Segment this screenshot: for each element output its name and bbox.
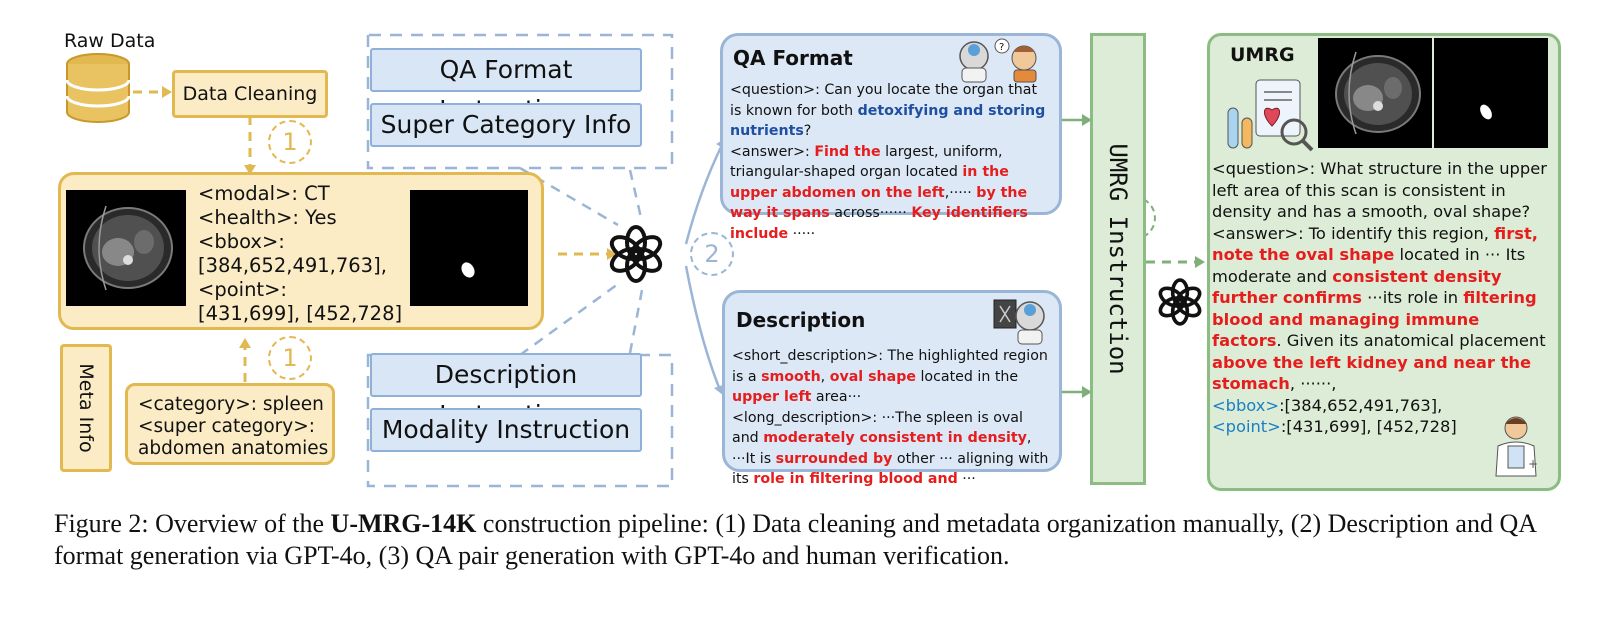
medical-report-icon [1227, 79, 1314, 152]
super-category-value: abdomen anatomies [138, 438, 329, 459]
umrg-answer-text-2: ···its role in [1362, 288, 1464, 307]
step-number: 1 [282, 344, 298, 372]
umrg-ct-image [1318, 38, 1432, 148]
short-desc-text-2: located in the [915, 368, 1019, 385]
umrg-point-key: <point> [1212, 417, 1281, 436]
mask-drawing [461, 262, 475, 278]
umrg-answer-highlight-2: consistent density further confirms [1212, 266, 1502, 308]
qa-answer-key: <answer>: [730, 143, 815, 160]
segmentation-mask-image [410, 190, 528, 306]
super-category-key: <super category>: [138, 416, 315, 437]
umrg-instruction-bar: UMRG Instruction [1090, 33, 1146, 485]
step-badge-2: 2 [690, 232, 734, 276]
description-instruction: Description Instruction [370, 353, 642, 429]
umrg-answer-highlight-1: first, note the oval shape [1212, 223, 1538, 265]
point-value: [431,699], [452,728] [198, 302, 403, 325]
robot-xray-icon [993, 299, 1045, 345]
qa-answer-text-4: ····· [788, 225, 816, 242]
qa-format-instruction: QA Format Instruction [370, 48, 642, 124]
caption-prefix: Figure 2: Overview of the [54, 509, 331, 538]
data-cleaning-box: Data Cleaning [172, 70, 328, 118]
qa-answer-text-2: ,····· [944, 184, 977, 201]
qa-answer-text-3: across······ [829, 205, 912, 221]
data-cleaning-label: Data Cleaning [182, 83, 318, 105]
openai-logo-icon [609, 225, 663, 283]
category-line: <category>: spleen [138, 394, 324, 415]
short-desc-text-3: area··· [811, 389, 862, 405]
qa-format-body: <question>: Can you locate the organ tha… [730, 80, 1048, 244]
svg-text:?: ? [999, 42, 1004, 53]
qa-answer-highlight-4: Key identifiers include [730, 205, 1028, 242]
qa-question-highlight: detoxifying and storing nutrients [730, 102, 1046, 140]
umrg-bbox-key: <bbox> [1212, 395, 1280, 415]
umrg-mask-drawing [1480, 104, 1492, 120]
long-desc-highlight-3: role in filtering blood and [753, 471, 958, 487]
umrg-mask-image [1434, 38, 1548, 148]
meta-info-box: Meta Info [60, 344, 112, 472]
meta-info-label: Meta Info [75, 363, 97, 453]
step-number: 1 [282, 128, 298, 156]
qa-answer-highlight-1: Find the [814, 143, 881, 160]
umrg-answer-text-4: , ······, [1289, 374, 1337, 393]
step-badge-1-bottom: 1 [268, 336, 312, 380]
qa-answer-highlight-3: by the way it spans [730, 184, 1028, 222]
long-desc-highlight-2: surrounded by [775, 450, 893, 467]
qa-question-end: ? [803, 123, 812, 139]
modality-instruction: Modality Instruction [370, 408, 642, 452]
qa-format-panel [720, 33, 1062, 215]
long-desc-text-2: other ··· aligning with its [732, 450, 1049, 488]
qa-answer-text-1: largest, uniform, triangular-shaped orga… [730, 143, 1003, 181]
metadata-text: <modal>: CT <health>: Yes <bbox>: [384,6… [198, 182, 402, 326]
umrg-point-value: :[431,699], [452,728] [1280, 417, 1457, 436]
database-icon [65, 53, 131, 123]
bbox-key: <bbox>: [198, 230, 285, 253]
umrg-question: <question>: What structure in the upper … [1212, 159, 1547, 221]
raw-data-label: Raw Data [64, 30, 156, 52]
long-desc-text-3: ··· [957, 471, 976, 487]
long-desc-key: <long_description>: ···The spleen is ova… [732, 409, 1023, 447]
umrg-bbox-value: :[384,652,491,763], [1279, 395, 1443, 415]
umrg-instruction-label: UMRG Instruction [1104, 143, 1132, 375]
step-number: 2 [704, 240, 720, 268]
umrg-ct-drawing [1335, 51, 1421, 135]
openai-logo-small-icon [1158, 278, 1202, 326]
svg-text:+: + [1528, 457, 1538, 471]
modal-line: <modal>: CT [198, 182, 330, 205]
figure-caption: Figure 2: Overview of the U-MRG-14K cons… [54, 508, 1564, 572]
qa-answer-highlight-2: in the upper abdomen on the left [730, 164, 1009, 201]
description-body: <short_description>: The highlighted reg… [732, 346, 1050, 490]
umrg-answer-text-3: . Given its anatomical placement [1276, 331, 1546, 350]
umrg-body: <question>: What structure in the upper … [1212, 158, 1552, 438]
umrg-answer-key: <answer>: To identify this region, [1212, 223, 1495, 243]
short-desc-highlight-3: upper left [732, 389, 812, 405]
umrg-answer-highlight-3: filtering blood and managing immune fact… [1212, 288, 1537, 350]
point-key: <point>: [198, 278, 287, 301]
long-desc-text-1: , ···It is [732, 430, 1032, 467]
ct-scan-image [66, 190, 186, 306]
health-line: <health>: Yes [198, 206, 337, 229]
qa-question-text: <question>: Can you locate the organ tha… [730, 82, 1038, 119]
umrg-title: UMRG [1230, 44, 1295, 66]
caption-dataset-name: U-MRG-14K [330, 509, 477, 538]
super-category-info: Super Category Info [370, 103, 642, 147]
doctor-icon: + [1495, 416, 1538, 477]
bbox-value: [384,652,491,763], [198, 254, 387, 277]
description-title: Description [736, 308, 866, 332]
robot-doctor-icon: ? [959, 38, 1037, 83]
short-desc-text-1: , [820, 368, 830, 385]
long-desc-highlight-1: moderately consistent in density [763, 430, 1027, 446]
short-desc-highlight-1: smooth [761, 368, 821, 385]
umrg-answer-text-1: located in ··· Its moderate and [1212, 245, 1526, 286]
qa-format-title: QA Format [733, 46, 853, 70]
category-box: <category>: spleen <super category>: abd… [125, 383, 335, 465]
umrg-answer-highlight-4: above the left kidney and near the stoma… [1212, 352, 1532, 394]
step-badge-1-top: 1 [268, 120, 312, 164]
short-desc-highlight-2: oval shape [829, 368, 916, 385]
short-desc-key: <short_description>: The highlighted reg… [732, 348, 1048, 385]
ct-scan-drawing [83, 205, 173, 291]
caption-suffix: construction pipeline: (1) Data cleaning… [54, 509, 1536, 570]
